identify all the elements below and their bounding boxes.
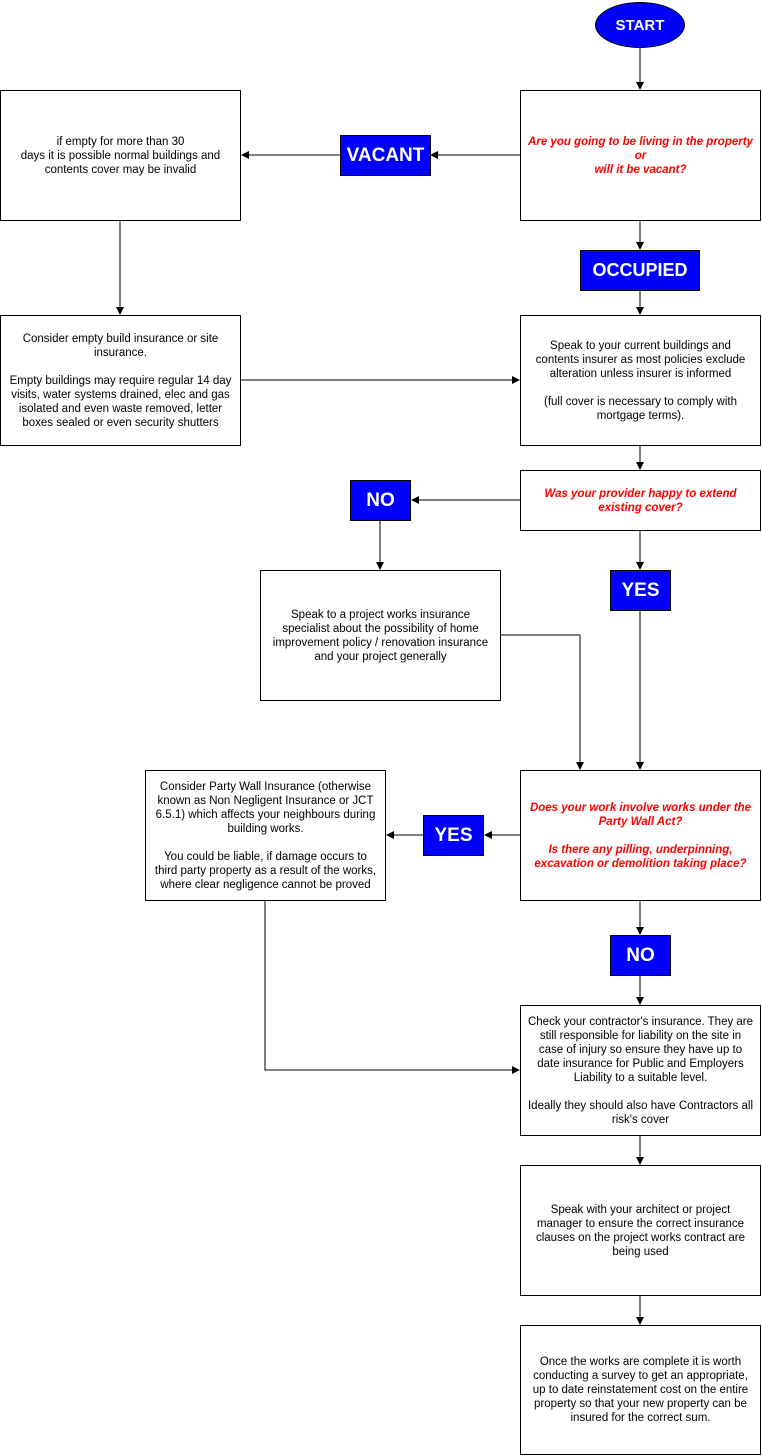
party-wall-question-box: Does your work involve works under the P…	[520, 770, 761, 901]
provider-question-text: Was your provider happy to extend existi…	[544, 487, 737, 514]
contractor-insurance-text-2: Ideally they should also have Contractor…	[527, 1099, 753, 1126]
living-question-box: Are you going to be living in the proper…	[520, 90, 761, 221]
provider-question-box: Was your provider happy to extend existi…	[520, 470, 761, 531]
party-wall-insurance-text-1: Consider Party Wall Insurance (otherwise…	[155, 780, 376, 835]
party-wall-yes-tag: YES	[423, 815, 484, 856]
empty-insurance-text-1: Consider empty build insurance or site i…	[22, 332, 219, 359]
project-specialist-text: Speak to a project works insurance speci…	[272, 608, 489, 663]
party-wall-insurance-box: Consider Party Wall Insurance (otherwise…	[145, 770, 386, 901]
empty-warning-box: if empty for more than 30 days it is pos…	[0, 90, 241, 221]
survey-box: Once the works are complete it is worth …	[520, 1325, 761, 1455]
speak-insurer-box: Speak to your current buildings and cont…	[520, 315, 761, 446]
speak-insurer-text-1: Speak to your current buildings and cont…	[535, 339, 746, 380]
contractor-insurance-text-1: Check your contractor's insurance. They …	[527, 1015, 754, 1084]
speak-insurer-text-2: (full cover is necessary to comply with …	[543, 395, 737, 422]
empty-insurance-box: Consider empty build insurance or site i…	[0, 315, 241, 446]
party-wall-question-text-2: Is there any pilling, underpinning, exca…	[534, 843, 747, 870]
arrow-party-wall-insurance-to-contractor-insurance	[264, 900, 520, 1074]
party-wall-insurance-text-2: You could be liable, if damage occurs to…	[154, 850, 377, 891]
start-node: START	[595, 2, 685, 48]
empty-insurance-text-2: Empty buildings may require regular 14 d…	[9, 374, 232, 429]
provider-no-tag: NO	[350, 480, 411, 521]
party-wall-no-tag: NO	[610, 935, 671, 976]
survey-text: Once the works are complete it is worth …	[532, 1356, 749, 1424]
architect-box: Speak with your architect or project man…	[520, 1165, 761, 1296]
project-specialist-box: Speak to a project works insurance speci…	[260, 570, 501, 701]
provider-yes-tag: YES	[610, 570, 671, 611]
party-wall-question-text-1: Does your work involve works under the P…	[529, 801, 752, 828]
contractor-insurance-box: Check your contractor's insurance. They …	[520, 1005, 761, 1136]
vacant-tag: VACANT	[340, 135, 431, 176]
arrow-project-specialist-to-party-wall-question	[500, 634, 584, 770]
living-question-text: Are you going to be living in the proper…	[528, 135, 753, 176]
architect-text: Speak with your architect or project man…	[535, 1203, 746, 1258]
occupied-tag: OCCUPIED	[580, 250, 700, 291]
empty-warning-text: if empty for more than 30 days it is pos…	[20, 135, 221, 176]
